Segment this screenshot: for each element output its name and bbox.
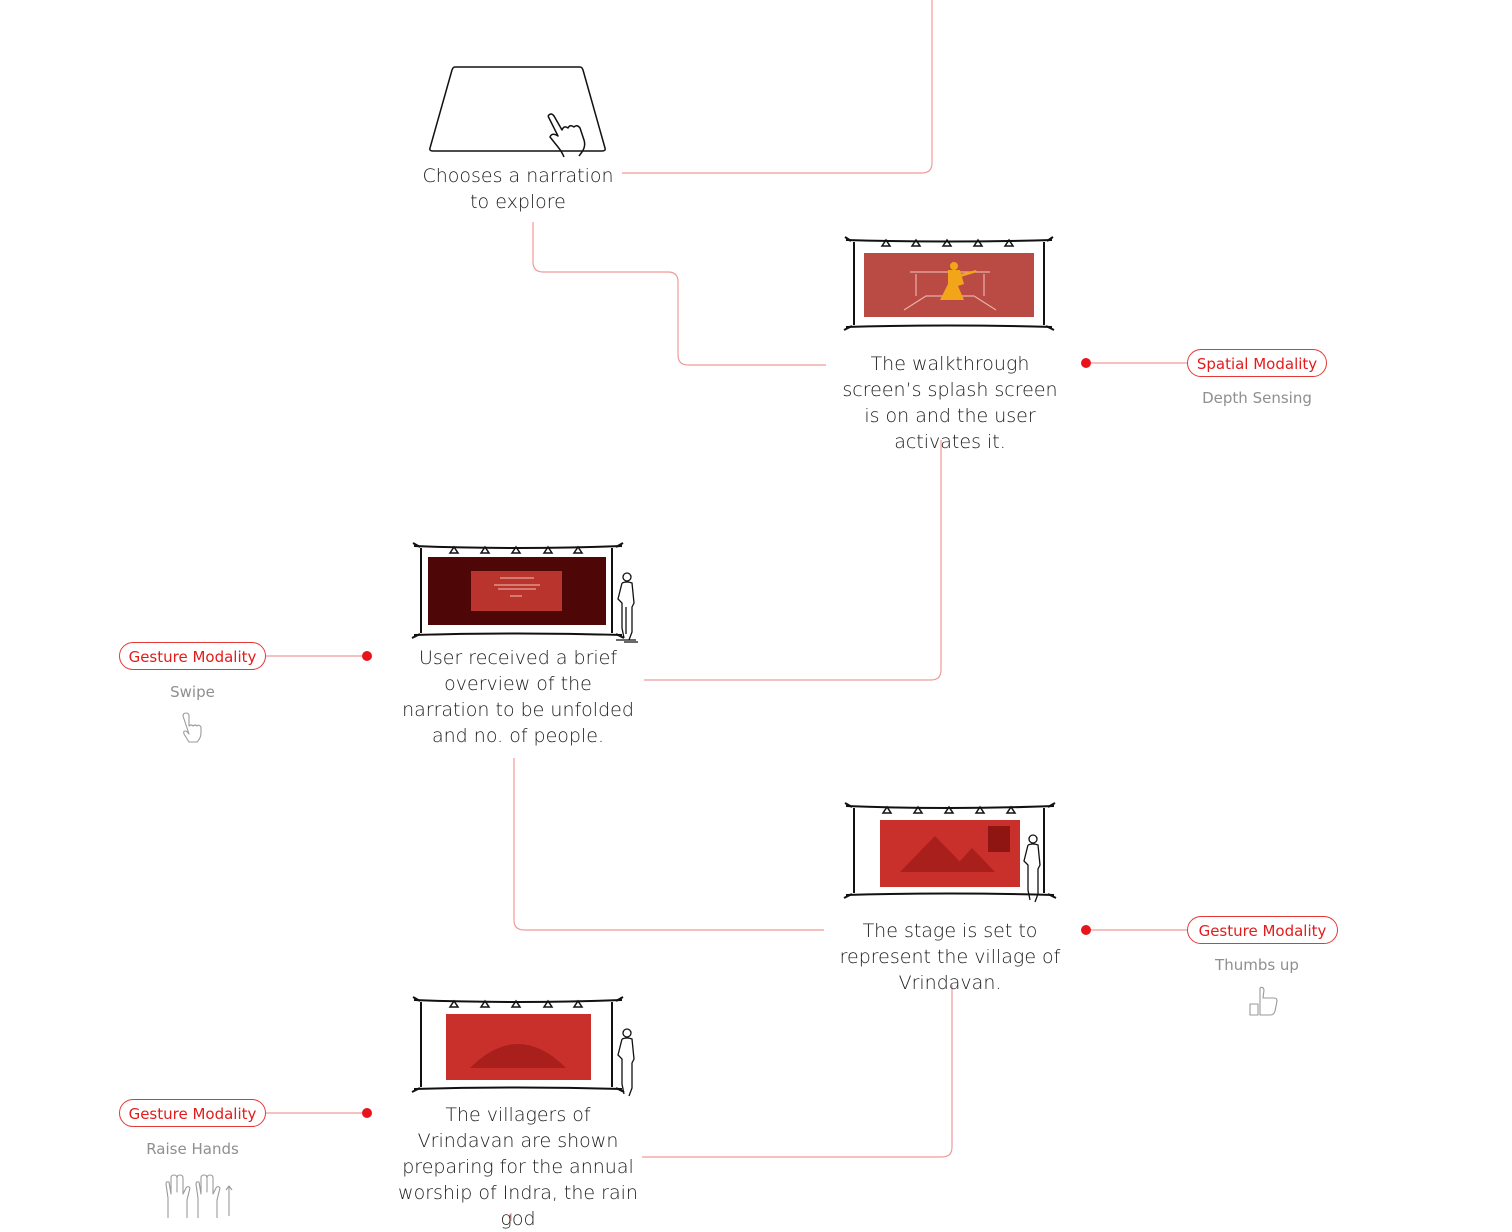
touch-table-illustration [429,66,606,158]
raised-hands-icon [165,1174,233,1218]
modality-dot-stage [1081,925,1091,935]
connector-overview-stage [513,758,824,931]
connector-choose-splash [532,222,826,366]
modality-pill-overview: Gesture Modality [119,642,266,670]
modality-pill-splash: Spatial Modality [1187,349,1327,377]
connector-top [622,0,933,174]
pointing-hand-icon [547,113,586,158]
connector-splash-overview [644,440,942,681]
step-choose-text: Chooses a narration to explore [422,165,614,213]
step-splash-text: The walkthrough screen’s splash screen i… [842,353,1058,453]
step-villagers-text: The villagers of Vrindavan are shown pre… [398,1104,638,1230]
modality-pill-villagers: Gesture Modality [119,1099,266,1127]
vrindavan-stage-illustration [843,802,1057,903]
gesture-label-villagers: Raise Hands [146,1140,239,1158]
gesture-label-splash: Depth Sensing [1202,389,1312,407]
gesture-label-stage: Thumbs up [1215,956,1299,974]
modality-dot-splash [1081,358,1091,368]
modality-dot-villagers [362,1108,372,1118]
pointing-hand-icon [182,712,202,743]
person-figure-2 [1023,834,1041,903]
step-overview-text: User received a brief overview of the na… [402,647,634,747]
gesture-label-overview: Swipe [170,683,215,701]
connector-stage-villagers [642,985,953,1158]
thumbs-up-icon [1249,986,1278,1016]
modality-pill-stage: Gesture Modality [1187,916,1338,944]
connector-lines [266,0,1188,1221]
person-figure [616,572,638,643]
splash-stage-illustration [843,236,1055,331]
dancer-figure [940,262,977,300]
villagers-stage-illustration [411,996,635,1097]
step-stage-text: The stage is set to represent the villag… [839,920,1061,994]
person-figure-3 [617,1028,635,1097]
overview-stage-illustration [411,542,638,643]
modality-dot-overview [362,651,372,661]
